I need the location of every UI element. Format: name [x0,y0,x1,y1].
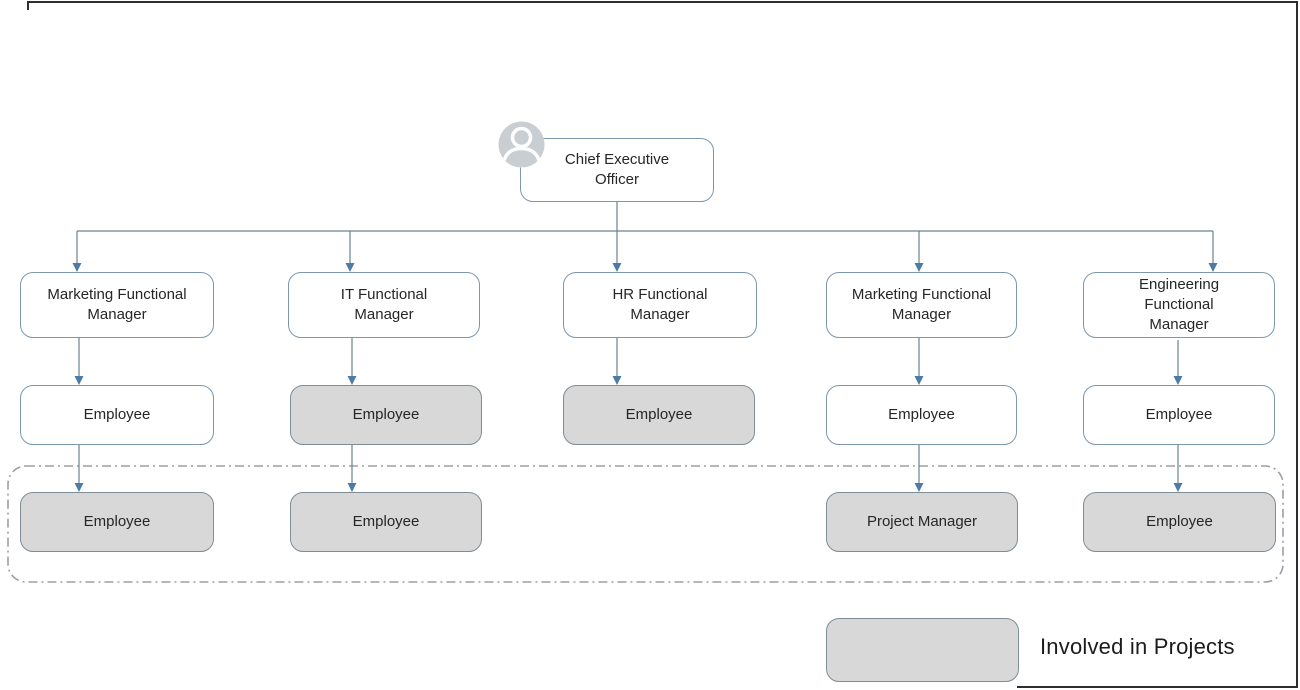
node-employee-marketing2-1: Employee [826,385,1017,445]
node-label: Engineering Functional Manager [1138,275,1220,334]
person-icon [498,121,545,168]
node-label: Employee [1145,405,1213,423]
node-manager-it: IT Functional Manager [288,272,480,338]
node-employee-hr-1: Employee [563,385,755,445]
project-region-outline [7,465,1284,583]
node-label: Project Manager [866,512,978,530]
node-label: Employee [83,512,151,530]
node-manager-engineering: Engineering Functional Manager [1083,272,1275,338]
node-employee-it-1: Employee [290,385,482,445]
node-employee-engineering-1: Employee [1083,385,1275,445]
node-label: Marketing Functional Manager [851,285,992,323]
node-label: Employee [625,405,693,423]
node-manager-marketing-1: Marketing Functional Manager [20,272,214,338]
node-manager-hr: HR Functional Manager [563,272,757,338]
node-ceo: Chief Executive Officer [520,138,714,202]
node-label: Employee [1146,512,1213,530]
node-employee-marketing1-2: Employee [20,492,214,552]
node-label: Employee [83,405,151,423]
frame-edge [27,1,1298,688]
node-label: HR Functional Manager [612,285,708,323]
node-label: Chief Executive Officer [564,150,670,188]
arrowheads [72,263,1218,492]
node-employee-marketing1-1: Employee [20,385,214,445]
node-project-manager: Project Manager [826,492,1018,552]
node-label: IT Functional Manager [340,285,428,323]
node-manager-marketing-2: Marketing Functional Manager [826,272,1017,338]
node-label: Employee [352,405,420,423]
node-employee-it-2: Employee [290,492,482,552]
node-label: Employee [888,405,955,423]
node-employee-engineering-2: Employee [1083,492,1276,552]
node-label: Marketing Functional Manager [47,285,187,323]
node-label: Employee [352,512,420,530]
legend-label: Involved in Projects [1040,634,1235,659]
legend-swatch [826,618,1019,682]
